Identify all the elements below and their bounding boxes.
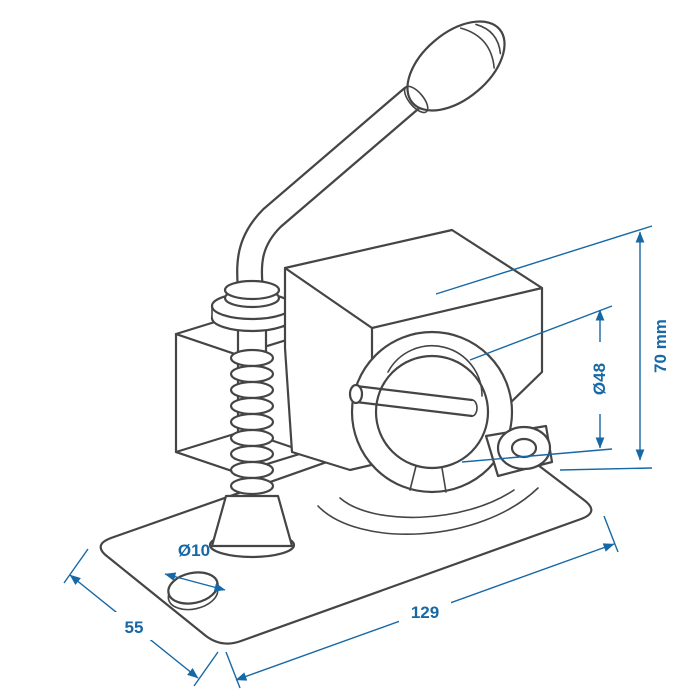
ring-split-right (441, 467, 447, 493)
spring-coil (229, 428, 275, 448)
dimension-base-length-label: 129 (411, 603, 439, 622)
skirt-outer (317, 487, 539, 535)
dimension-height: 70 mm (435, 225, 670, 471)
dimension-height-label: 70 mm (651, 319, 670, 373)
support-foot (208, 494, 296, 559)
pin-cap (348, 383, 364, 405)
spring-coil (229, 380, 275, 400)
pin-bottom-edge (354, 400, 474, 418)
spring (229, 348, 275, 496)
body-top-edge-left (283, 266, 374, 330)
dimension-clamp-diameter: Ø48 (461, 305, 613, 463)
clamp-ring (348, 330, 554, 494)
dimension-base-width: 55 (63, 548, 219, 687)
spring-coil (229, 444, 275, 464)
knob-contour-2 (475, 23, 502, 55)
pivot-pin (348, 383, 478, 418)
label-gap (399, 598, 451, 625)
body-top-edge-right (370, 286, 544, 330)
extension-line (603, 515, 619, 553)
pin-end (471, 399, 478, 417)
dimension-clamp-diameter-label: Ø48 (590, 363, 609, 395)
pin-top-edge (354, 384, 474, 402)
ring-saddle (387, 344, 483, 397)
ring-split-left (409, 465, 417, 491)
washer-upper (223, 279, 281, 301)
extension-line (469, 305, 613, 361)
extension-line (193, 651, 219, 687)
label-gap (114, 612, 154, 640)
spring-coil (229, 476, 275, 496)
base-skirt (317, 487, 539, 535)
extension-line (559, 467, 653, 471)
spring-coil (229, 364, 275, 384)
label-gap (588, 342, 610, 414)
knob-body (406, 20, 506, 112)
bolt-hole (510, 437, 538, 459)
skirt-inner (339, 489, 515, 519)
extension-line (63, 548, 89, 584)
dimension-hole-diameter-label: Ø10 (178, 541, 210, 560)
dimension-base-length: 129 (225, 515, 619, 689)
extension-line (225, 651, 241, 689)
knob-contour-1 (459, 27, 495, 69)
extension-line (435, 225, 653, 295)
dimension-base-width-label: 55 (125, 618, 144, 637)
spring-coil (229, 460, 275, 480)
spring-coil (229, 412, 275, 432)
knob-neck (403, 85, 429, 114)
spring-coil (229, 396, 275, 416)
foot-cone (210, 494, 294, 548)
handle-knob (403, 20, 506, 114)
spring-coil (229, 348, 275, 368)
extension-line (461, 448, 613, 463)
